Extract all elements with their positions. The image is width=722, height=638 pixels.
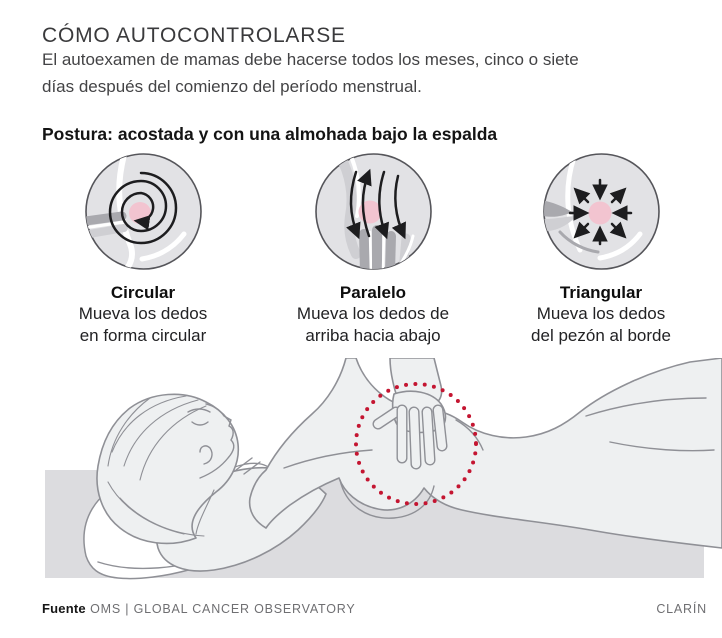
intro-text: El autoexamen de mamas debe hacerse todo… <box>42 46 579 100</box>
brand-credit: CLARÍN <box>656 602 707 616</box>
ear <box>199 445 213 465</box>
eyebrow <box>187 408 211 413</box>
source-credit: Fuente OMS | GLOBAL CANCER OBSERVATORY <box>42 601 356 616</box>
parallel-strokes-icon <box>314 153 432 270</box>
source-detail: GLOBAL CANCER OBSERVATORY <box>133 602 356 616</box>
technique-paralelo: Paralelo Mueva los dedos de arriba hacia… <box>263 152 483 346</box>
hair-strand <box>107 397 151 467</box>
hair-strand <box>123 399 199 467</box>
technique-name: Triangular <box>559 283 643 302</box>
technique-circular: Circular Mueva los dedos en forma circul… <box>33 152 253 346</box>
technique-desc-line-1: Mueva los dedos <box>78 304 208 323</box>
breast-contour <box>339 479 435 519</box>
technique-desc: Mueva los dedos de arriba hacia abajo <box>263 303 483 346</box>
technique-desc-line-1: Mueva los dedos de <box>296 304 450 323</box>
hair-strand <box>195 489 215 535</box>
technique-desc-line-2: arriba hacia abajo <box>305 325 441 345</box>
page-title: CÓMO AUTOCONTROLARSE <box>42 24 346 48</box>
closed-eye <box>191 421 209 426</box>
spiral-motion-icon <box>84 153 202 270</box>
technique-desc: Mueva los dedos del pezón al borde <box>491 303 711 346</box>
examining-hand <box>372 357 448 470</box>
source-separator: | <box>125 602 130 616</box>
head <box>96 393 240 545</box>
source-name: OMS <box>90 602 121 616</box>
lying-woman-svg <box>45 357 722 580</box>
technique-triangular: Triangular Mueva los dedos del pezón al … <box>491 152 711 346</box>
technique-desc-line-2: en forma circular <box>79 325 207 345</box>
intro-line-1: El autoexamen de mamas debe hacerse todo… <box>42 50 579 69</box>
footer: Fuente OMS | GLOBAL CANCER OBSERVATORY C… <box>42 601 707 616</box>
technique-desc: Mueva los dedos en forma circular <box>33 303 253 346</box>
source-label: Fuente <box>42 601 86 616</box>
face-profile <box>199 403 235 479</box>
technique-desc-line-2: del pezón al borde <box>531 325 671 345</box>
hair-strand <box>139 405 207 481</box>
lying-woman-illustration <box>0 357 722 604</box>
hair-strand <box>111 395 187 453</box>
technique-desc-line-1: Mueva los dedos <box>536 304 666 323</box>
intro-line-2: días después del comienzo del período me… <box>42 77 422 96</box>
posture-heading: Postura: acostada y con una almohada baj… <box>42 123 498 144</box>
exam-area-dotted-circle <box>354 382 478 506</box>
hair-strand <box>107 481 185 535</box>
technique-name: Circular <box>110 283 176 302</box>
technique-name: Paralelo <box>339 283 407 302</box>
radial-arrows-icon <box>542 153 660 270</box>
